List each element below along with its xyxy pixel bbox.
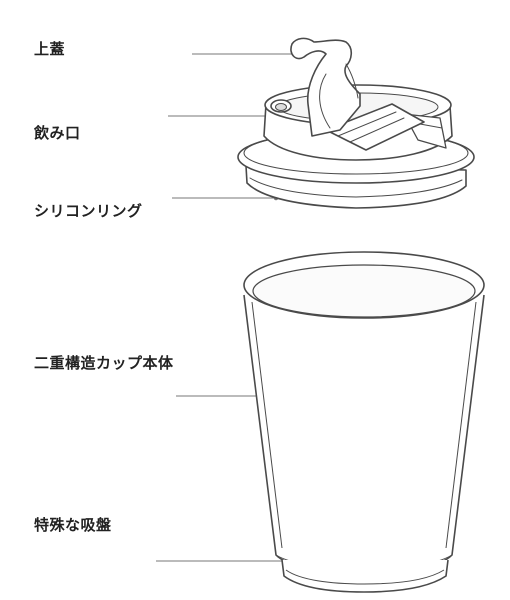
suction-base bbox=[281, 559, 449, 593]
label-special-suction-base: 特殊な吸盤 bbox=[34, 516, 112, 534]
label-drinking-spout: 飲み口 bbox=[34, 124, 81, 142]
label-top-lid: 上蓋 bbox=[34, 40, 66, 58]
label-silicone-ring: シリコンリング bbox=[34, 202, 143, 220]
lid-assembly bbox=[237, 37, 475, 209]
lid-flip-tab bbox=[290, 37, 361, 137]
cup-body bbox=[243, 251, 485, 593]
label-double-wall-cup-body: 二重構造カップ本体 bbox=[34, 354, 174, 372]
lid-flap-slider bbox=[325, 103, 425, 151]
cup-rim-inner bbox=[252, 264, 476, 318]
